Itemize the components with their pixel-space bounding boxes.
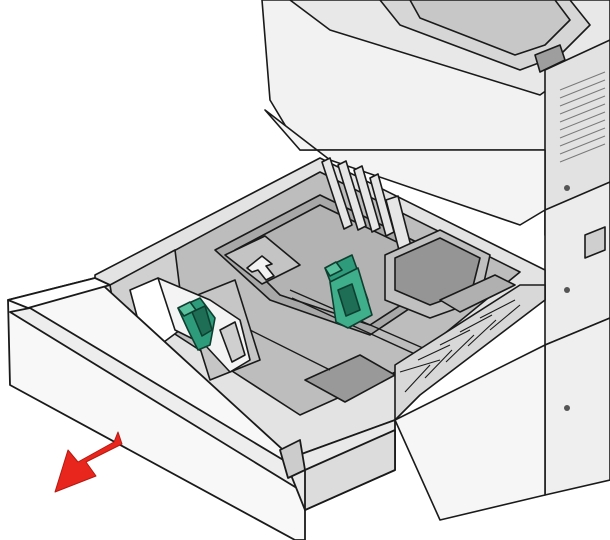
arrow-down-left-icon [54, 431, 123, 493]
side-screw-2 [564, 287, 570, 293]
length-guide-tab-icon[interactable] [324, 254, 373, 329]
tray-front-top-lip [7, 277, 111, 309]
tray-right-edge [304, 429, 396, 511]
lower-drawer-1-handle [584, 226, 606, 259]
arrow-up-icon [224, 235, 301, 285]
output-bin-inner [409, 0, 571, 56]
truss-braces [399, 299, 521, 393]
width-guide-tab-icon[interactable] [177, 297, 216, 351]
tray-right-slot [439, 274, 516, 313]
printer-front-lower [394, 344, 546, 521]
width-guide-slot [219, 321, 246, 363]
side-screw-3 [564, 405, 570, 411]
tray-front-notch [279, 439, 306, 479]
side-vents [559, 71, 606, 163]
side-screw-1 [564, 185, 570, 191]
printer-body [261, 0, 610, 521]
lower-drawer-2 [544, 317, 610, 496]
tray-front-panel[interactable] [7, 277, 396, 540]
lower-drawer-1 [544, 181, 610, 346]
rear-ribs [321, 157, 413, 255]
